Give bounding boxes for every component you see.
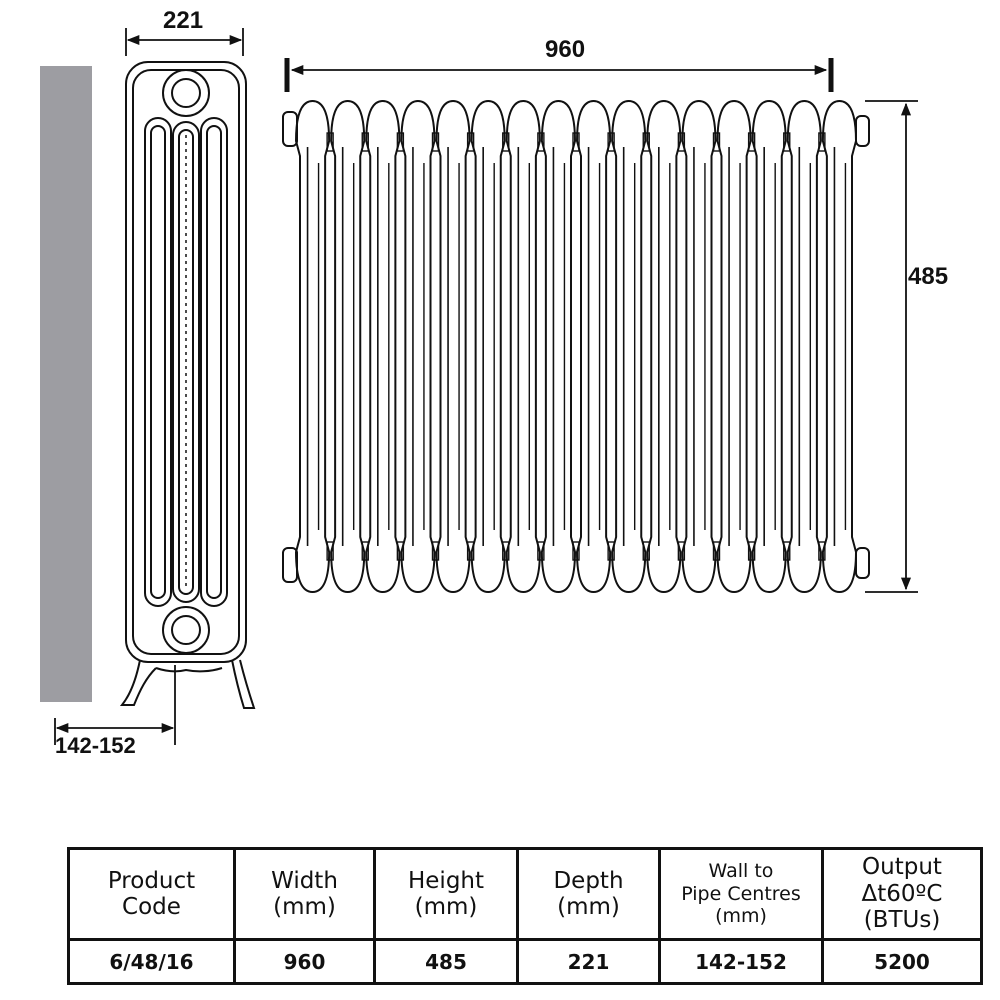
section-joint: [466, 541, 475, 561]
radiator-section: [330, 99, 366, 594]
section-joint: [396, 132, 405, 152]
section-joint: [607, 132, 615, 152]
section-joint: [431, 132, 440, 152]
cell-output: 5200: [821, 938, 983, 985]
header-depth: Depth (mm): [516, 847, 661, 941]
wall: [40, 66, 92, 702]
radiator-section: [470, 99, 506, 594]
section-joint: [466, 132, 475, 152]
radiator-section: [751, 99, 787, 594]
radiator-section: [365, 99, 401, 594]
section-joint: [642, 541, 650, 561]
section-joint: [361, 132, 369, 152]
cell-width: 960: [233, 938, 376, 985]
height-dimension-label: 485: [908, 263, 949, 290]
section-joint: [818, 132, 826, 152]
section-joint: [572, 132, 580, 152]
radiator-section: [575, 99, 612, 594]
spec-table-row: 6/48/16 960 485 221 142-152 5200: [67, 938, 983, 985]
section-joint: [396, 541, 405, 561]
end-cap: [855, 115, 870, 147]
depth-dimension-label: 221: [163, 7, 204, 34]
cell-product-code: 6/48/16: [67, 938, 236, 985]
radiator-section: [716, 99, 752, 594]
radiator-front-view: [282, 99, 870, 594]
radiator-section: [505, 99, 541, 594]
section-joint: [326, 541, 334, 561]
spec-table: Product Code Width (mm) Height (mm) Dept…: [67, 847, 983, 985]
section-joint: [502, 132, 510, 152]
section-joint: [502, 541, 510, 561]
cell-depth: 221: [516, 938, 661, 985]
section-joint: [712, 132, 721, 152]
section-joint: [326, 132, 334, 152]
end-cap: [855, 547, 870, 579]
header-product-code: Product Code: [67, 847, 236, 941]
section-joint: [642, 132, 650, 152]
header-output: Output Δt60ºC (BTUs): [821, 847, 983, 941]
wall-to-pipe-dimension-label: 142-152: [55, 733, 136, 758]
section-joint: [747, 132, 756, 152]
section-joint: [818, 541, 826, 561]
radiator-section: [540, 99, 577, 594]
cell-height: 485: [373, 938, 519, 985]
section-joint: [361, 541, 369, 561]
section-joint: [607, 541, 615, 561]
radiator-section: [681, 99, 717, 594]
radiator-drawing: [40, 28, 918, 745]
cell-wall-to-pipe: 142-152: [658, 938, 824, 985]
end-cap: [282, 547, 298, 583]
spec-table-header-row: Product Code Width (mm) Height (mm) Dept…: [67, 847, 983, 941]
section-joint: [677, 132, 686, 152]
section-joint: [537, 541, 545, 561]
wall-to-pipe-dimension-line: [54, 665, 176, 745]
header-wall-to-pipe-centres: Wall to Pipe Centres (mm): [658, 847, 824, 941]
radiator-section: [435, 99, 471, 594]
height-dimension-line: [865, 100, 918, 593]
section-joint: [537, 132, 545, 152]
radiator-section: [786, 99, 822, 594]
end-cap: [282, 111, 298, 147]
radiator-side-view: [119, 61, 256, 709]
section-joint: [431, 541, 440, 561]
section-joint: [712, 541, 721, 561]
section-joint: [677, 541, 686, 561]
header-height: Height (mm): [373, 847, 519, 941]
depth-dimension-line: [125, 28, 244, 56]
radiator-section: [294, 99, 331, 594]
header-width: Width (mm): [233, 847, 376, 941]
radiator-section: [646, 99, 682, 594]
section-joint: [572, 541, 580, 561]
section-joint: [783, 132, 791, 152]
width-dimension-label: 960: [545, 36, 586, 63]
width-dimension-line: [284, 58, 834, 92]
section-joint: [783, 541, 791, 561]
radiator-section: [611, 99, 647, 594]
radiator-section: [400, 99, 436, 594]
section-joint: [747, 541, 756, 561]
radiator-section: [821, 99, 858, 594]
